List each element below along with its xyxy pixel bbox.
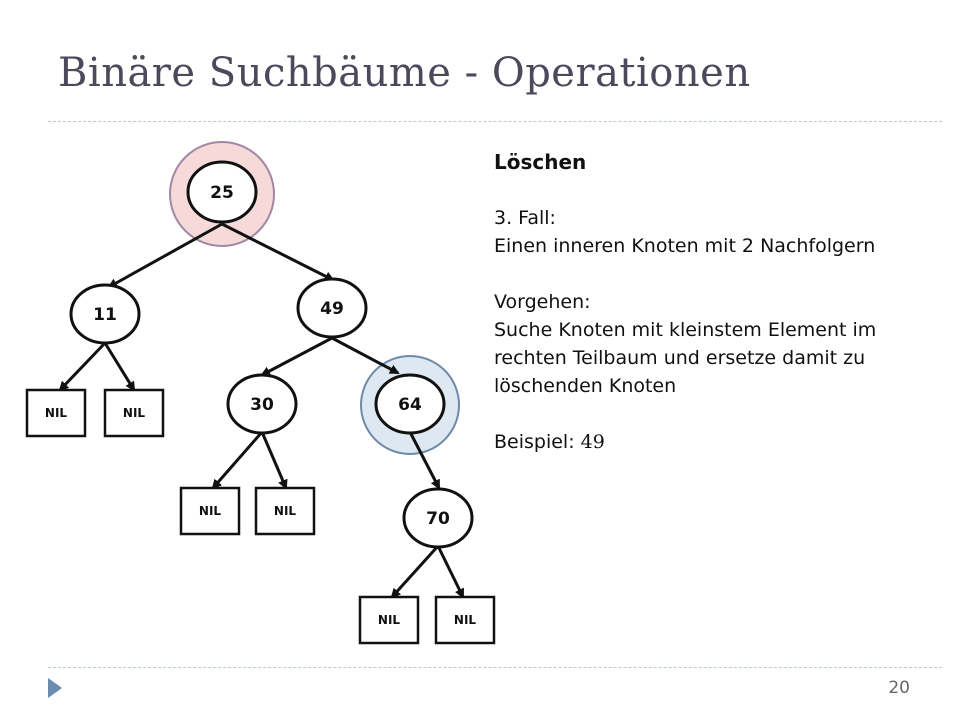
slide-title: Binäre Suchbäume - Operationen [58,50,751,96]
case-line: 3. Fall: [494,207,556,229]
case-line: Einen inneren Knoten mit 2 Nachfolgern [494,235,876,257]
bottom-divider [48,667,942,668]
node-11 [69,283,141,345]
node-label-49: 49 [320,299,344,319]
nil-leaf-70-right [434,595,496,645]
nil-leaf-70-left [358,595,420,645]
top-divider [48,121,942,122]
nil-label: NIL [123,406,146,420]
node-25 [186,160,258,224]
edge-70-nil-right [436,545,465,599]
triangle-bullet-icon [48,678,62,698]
node-30 [226,373,298,435]
procedure-description: Vorgehen: Suche Knoten mit kleinstem Ele… [494,288,944,400]
procedure-line: rechten Teilbaum und ersetze damit zu [494,347,866,369]
edge-25-49 [221,222,335,282]
nil-leaf-30-right [254,486,316,536]
edge-11-nil-right [103,342,136,392]
explanation-text: Löschen 3. Fall: Einen inneren Knoten mi… [494,148,944,456]
procedure-line: Vorgehen: [494,291,591,313]
node-70 [402,487,474,549]
section-heading: Löschen [494,150,587,174]
example-label: Beispiel: [494,431,575,453]
case-description: 3. Fall: Einen inneren Knoten mit 2 Nach… [494,204,944,260]
nil-label: NIL [199,504,222,518]
nil-label: NIL [45,406,68,420]
edge-49-30 [260,336,333,377]
procedure-line: löschenden Knoten [494,375,677,397]
edge-11-nil-left [58,341,107,392]
node-label-11: 11 [93,305,117,325]
nil-label: NIL [378,613,401,627]
node-49 [296,277,368,339]
node-label-64: 64 [398,395,422,415]
edge-70-nil-left [390,544,440,599]
nil-label: NIL [274,504,297,518]
example-value: 49 [580,431,605,453]
edge-30-nil-right [260,431,288,490]
page-number: 20 [888,678,910,698]
node-label-70: 70 [426,509,450,529]
procedure-line: Suche Knoten mit kleinstem Element im [494,319,877,341]
edge-49-64 [331,336,400,375]
node-64 [374,373,446,435]
nil-leaf-11-left [25,388,87,438]
nil-leaf-11-right [103,388,165,438]
node-label-25: 25 [210,183,234,203]
nil-leaf-30-left [179,486,241,536]
edge-25-11 [107,222,223,289]
node-label-30: 30 [250,395,274,415]
example-line: Beispiel: 49 [494,428,944,456]
edge-64-70 [408,431,441,490]
nil-label: NIL [454,613,477,627]
edge-30-nil-left [211,431,264,490]
